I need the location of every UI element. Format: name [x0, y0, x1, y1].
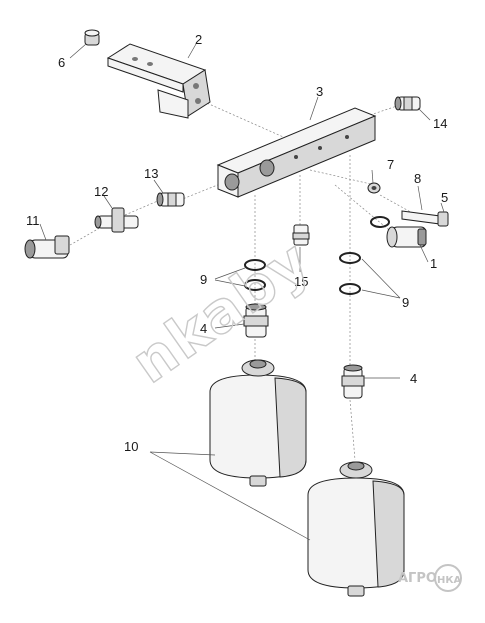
- accumulator-lower: [307, 461, 405, 597]
- coupler-part-11: [24, 235, 70, 259]
- bracket-part-2: [106, 43, 211, 119]
- nut-part-6: [84, 29, 100, 46]
- callout-4-left: 4: [200, 321, 207, 336]
- fitting-part-4-left: [243, 303, 269, 338]
- callout-8: 8: [414, 171, 421, 186]
- callout-6: 6: [58, 55, 65, 70]
- o-rings-part-9: [244, 252, 361, 295]
- callout-7: 7: [387, 157, 394, 172]
- fitting-part-14: [394, 96, 421, 111]
- fitting-part-4-right: [341, 364, 365, 399]
- callout-4-right: 4: [410, 371, 417, 386]
- logo-left-text: АГРО: [398, 571, 437, 586]
- callout-3: 3: [316, 84, 323, 99]
- o-ring-near-bolt: [370, 216, 390, 228]
- tee-part-12: [94, 207, 139, 233]
- agronka-logo: АГРО НКА: [398, 564, 462, 592]
- bolt-part-5: [401, 210, 449, 227]
- callout-pointers: [39, 43, 445, 541]
- callout-13: 13: [144, 166, 158, 181]
- plug-part-1: [386, 226, 427, 248]
- callout-11: 11: [26, 213, 40, 228]
- callout-12: 12: [94, 184, 108, 199]
- callout-10: 10: [124, 439, 138, 454]
- callout-1: 1: [430, 256, 437, 271]
- callout-2: 2: [195, 32, 202, 47]
- callout-14: 14: [433, 116, 447, 131]
- callout-5: 5: [441, 190, 448, 205]
- nut-part-7: [367, 182, 381, 194]
- adapter-part-13: [156, 192, 185, 207]
- watermark-text: nkaby: [121, 228, 323, 397]
- callout-9-left: 9: [200, 272, 207, 287]
- callout-15: 15: [294, 274, 308, 289]
- nipple-part-15: [292, 224, 310, 246]
- logo-right-text: НКА: [437, 575, 462, 586]
- callout-9-right: 9: [402, 295, 409, 310]
- manifold-part-3: [216, 107, 377, 198]
- accumulator-upper: [209, 359, 307, 487]
